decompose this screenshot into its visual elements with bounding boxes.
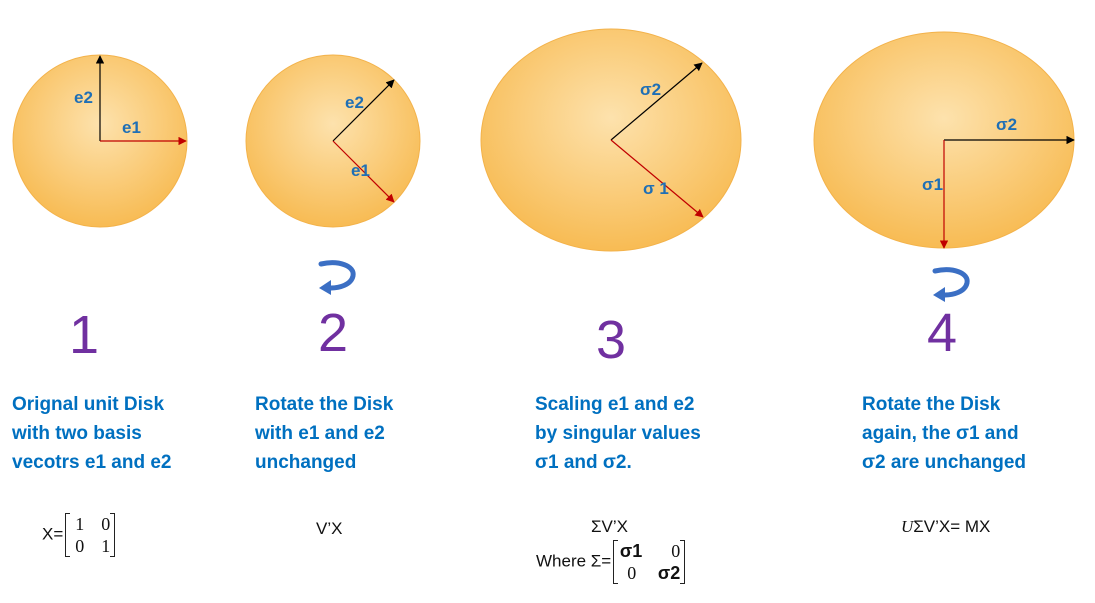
matrix-cell: 1	[75, 514, 85, 534]
formula-text: ΣV’X= MX	[913, 517, 991, 536]
e2-vector-arrow	[332, 79, 395, 142]
sigma1-label: σ1	[922, 175, 943, 194]
panel-1-disk-group: e2 e1	[12, 54, 188, 228]
description-line: vecotrs e1 and e2	[12, 452, 172, 473]
matrix-row: 0 σ2	[618, 562, 680, 584]
panel-2-disk-group: e2 e1	[245, 54, 421, 228]
description-line: Rotate the Disk	[255, 394, 394, 415]
counterclockwise-rotate-arrow-icon	[318, 260, 356, 295]
description-line: by singular values	[535, 423, 701, 444]
e1-vector-arrow	[332, 140, 395, 203]
sigma2-label: σ2	[640, 80, 661, 99]
description-line: with two basis	[12, 423, 142, 444]
step-number-1: 1	[69, 305, 100, 365]
matrix-cell: 1	[101, 536, 111, 556]
sigma2-label: σ2	[996, 115, 1017, 134]
step-2-formula: V’X	[316, 519, 343, 538]
sigma2-vector-arrow	[610, 62, 703, 141]
step-3-formula: ΣV’X	[591, 517, 628, 536]
description-line: Scaling e1 and e2	[535, 394, 695, 415]
step-4-formula: UΣV’X= MX	[901, 517, 990, 537]
sigma1-label: σ 1	[643, 179, 669, 198]
description-line: unchanged	[255, 452, 357, 473]
step-4-description: Rotate the Disk again, the σ1 and σ2 are…	[862, 390, 1026, 477]
matrix-cell: 0	[671, 541, 681, 561]
formula-u: U	[901, 517, 914, 536]
matrix-cell: 0	[75, 536, 85, 556]
description-line: σ1 and σ2.	[535, 452, 632, 473]
e2-label: e2	[345, 93, 364, 112]
matrix-row: σ1 0	[618, 540, 680, 562]
description-line: again, the σ1 and	[862, 423, 1019, 444]
matrix-cell: 0	[101, 514, 111, 534]
description-line: σ2 are unchanged	[862, 452, 1026, 473]
matrix-cell: 0	[627, 563, 637, 583]
step-number-3: 3	[596, 310, 627, 370]
step-2-description: Rotate the Disk with e1 and e2 unchanged	[255, 390, 393, 477]
formula-prefix: Where Σ=	[536, 551, 612, 571]
matrix-cell: σ1	[619, 541, 643, 561]
e1-label: e1	[122, 118, 141, 137]
sigma1-vector-arrow	[610, 139, 704, 218]
step-3-description: Scaling e1 and e2 by singular values σ1 …	[535, 390, 701, 477]
step-number-2: 2	[318, 303, 349, 363]
panel-3-disk-group: σ2 σ 1	[480, 28, 742, 252]
matrix-cell: σ2	[657, 563, 681, 583]
e1-label: e1	[351, 161, 370, 180]
description-line: with e1 and e2	[255, 423, 385, 444]
e2-label: e2	[74, 88, 93, 107]
step-number-4: 4	[927, 303, 958, 363]
step-1-description: Orignal unit Disk with two basis vecotrs…	[12, 390, 171, 477]
description-line: Orignal unit Disk	[12, 394, 165, 415]
counterclockwise-rotate-arrow-icon	[932, 267, 970, 302]
description-line: Rotate the Disk	[862, 394, 1001, 415]
panel-4-disk-group: σ2 σ1	[813, 31, 1075, 249]
formula-prefix: X=	[42, 524, 64, 544]
